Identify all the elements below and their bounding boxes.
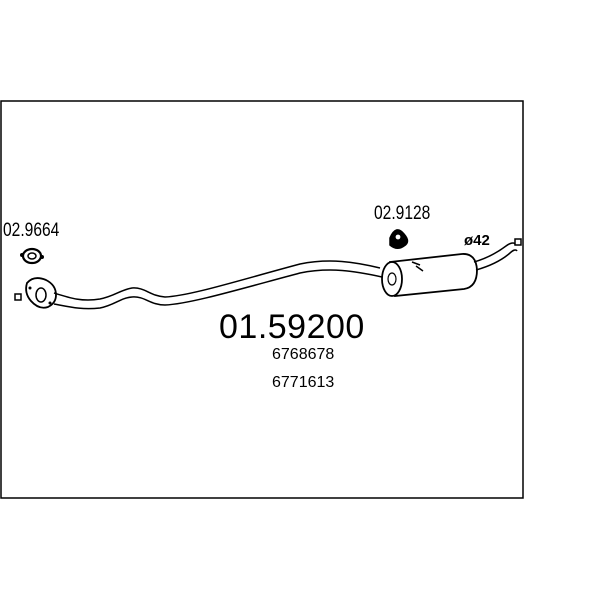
rubber-mount-icon — [389, 229, 409, 249]
front-end-marker — [14, 293, 22, 301]
accessory-code-gasket: 02.9664 — [3, 220, 60, 241]
part-number: 01.59200 — [219, 308, 365, 346]
rear-end-marker — [514, 238, 522, 246]
oem-number-1: 6768678 — [272, 346, 335, 363]
rear-muffler — [381, 253, 478, 297]
exhaust-pipe — [53, 260, 383, 310]
pipe-diameter-label: ø42 — [464, 232, 490, 249]
diagram-frame — [0, 100, 524, 499]
accessory-code-mount: 02.9128 — [374, 203, 431, 224]
oem-number-2: 6771613 — [272, 374, 335, 391]
tail-pipe — [473, 242, 518, 271]
front-flange — [25, 277, 57, 309]
gasket-icon — [20, 247, 44, 265]
